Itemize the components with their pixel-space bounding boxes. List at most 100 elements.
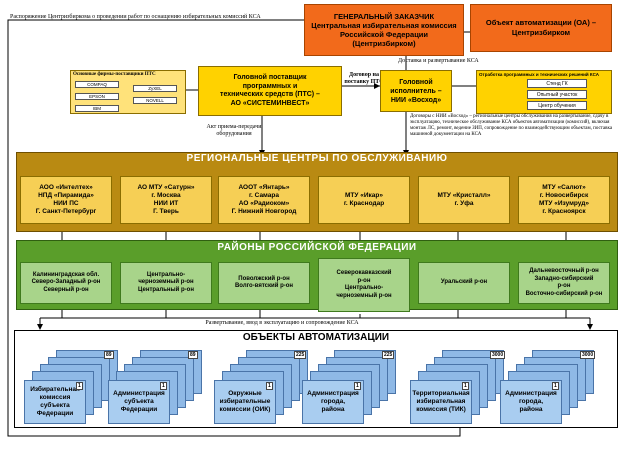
region-6-l2: Западно-сибирский [534, 275, 594, 282]
delivery-note: Доставка и развертывание КСА [398, 58, 479, 64]
service-center-3-l1: АООТ «Янтарь» [238, 184, 290, 191]
customer-label: ГЕНЕРАЛЬНЫЙ ЗАКАЗЧИК [333, 12, 435, 21]
service-center-4: МТУ «Икар»г. Краснодар [318, 176, 410, 224]
service-center-6-l4: г. Красноярск [542, 208, 586, 215]
service-centers-title: РЕГИОНАЛЬНЫЕ ЦЕНТРЫ ПО ОБСЛУЖИВАНИЮ [186, 153, 448, 164]
region-2-l1: Центрально- [146, 271, 186, 278]
testing-stand: Стенд ГК [527, 79, 587, 88]
object-count-badge: 225 [294, 351, 307, 359]
region-3-l2: Волго-вятский р-он [234, 283, 294, 289]
object-5-l3: комиссия (ТИК) [416, 406, 466, 413]
service-center-2-l2: г. Москва [151, 192, 181, 199]
service-center-6-l2: г. Новосибирск [539, 192, 589, 199]
object-count-badge: 3000 [580, 351, 596, 359]
object-2-l1: Администрация [113, 390, 165, 397]
service-center-2-l4: Г. Тверь [153, 208, 179, 215]
object-6-l2: города, [519, 398, 543, 405]
object-front-number: 1 [462, 382, 469, 390]
supplier-novell: NOVELL [133, 97, 177, 104]
top-note: Распоряжение Центризбиркома о проведении… [10, 14, 261, 20]
contract-note: Договор на поставку ПТС [344, 72, 384, 85]
service-center-4-l2: г. Краснодар [343, 200, 385, 207]
service-center-1-l2: НПД «Пирамида» [38, 192, 94, 199]
regions-band [16, 240, 618, 310]
object-3-l3: комиссии (ОИК) [219, 406, 271, 413]
automation-object-line2: Центризбирком [511, 28, 571, 37]
region-1-l2: Северо-Западный р-он [31, 279, 101, 286]
region-5: Уральский р-он [418, 262, 510, 304]
region-5-l1: Уральский р-он [440, 279, 488, 286]
region-3-l1: Поволжский р-он [238, 275, 290, 282]
region-1-l3: Северный р-он [43, 286, 89, 293]
object-count-badge: 3000 [490, 351, 506, 359]
object-4-l3: района [321, 406, 345, 413]
automation-object-line1: Объект автоматизации (ОА) – [485, 18, 597, 27]
object-1-l1: Избирательная [30, 386, 80, 393]
automation-objects-title: ОБЪЕКТЫ АВТОМАТИЗАЦИИ [242, 332, 390, 343]
object-count-badge: 89 [188, 351, 198, 359]
object-6-l3: района [519, 406, 543, 413]
object-2-l2: субъекта [124, 398, 154, 405]
object-front-number: 1 [160, 382, 167, 390]
region-4-l2: р-он [357, 277, 371, 284]
object-1-l2: комиссия [39, 394, 71, 401]
automation-object-box: Объект автоматизации (ОА) – Центризбирко… [470, 4, 612, 52]
region-2-l2: черноземный р-он [138, 279, 194, 286]
service-center-3-l2: г. Самара [249, 192, 279, 199]
supplier-zyxel: ZyXEL [133, 85, 177, 92]
region-4-l4: черноземный р-он [336, 292, 392, 299]
testing-box: Отработка программных и технических реше… [476, 70, 612, 114]
service-center-1-l3: НИИ ПС [53, 200, 79, 207]
object-front-number: 1 [266, 382, 273, 390]
supplier-ibm: IBM [75, 105, 119, 112]
region-4-l1: Северокавказский [336, 270, 392, 276]
service-center-6-l1: МТУ «Салют» [542, 184, 586, 191]
general-contractor-line3: НИИ «Восход» [390, 96, 442, 104]
general-supplier-line3: технических средств (ПТС) – [220, 91, 320, 98]
region-4-l3: Центрально- [344, 285, 384, 291]
region-6-l4: Восточно-сибирский р-он [525, 290, 603, 297]
suppliers-title: Основные фирмы-поставщики ПТС [73, 72, 156, 77]
transfer-note: Акт приема-передачи оборудования [206, 124, 262, 137]
supplier-epson: EPSON [75, 93, 119, 100]
service-center-2-l3: НИИ ИТ [153, 200, 179, 207]
object-front-number: 1 [76, 382, 83, 390]
object-5-l2: избирательная [416, 398, 466, 405]
service-center-6-l3: МТУ «Изумруд» [538, 200, 589, 207]
service-center-5-l2: г. Уфа [454, 200, 474, 207]
object-front-number: 1 [354, 382, 361, 390]
service-center-5: МТУ «Кристалл»г. Уфа [418, 176, 510, 224]
deploy-note: Развертывание, ввод в эксплуатацию и соп… [205, 320, 359, 326]
customer-line1: Центральная избирательная комиссия [311, 21, 457, 30]
testing-title: Отработка программных и технических реше… [479, 72, 599, 77]
object-count-badge: 225 [382, 351, 395, 359]
testing-pilot-site: Опытный участок [527, 90, 587, 99]
region-6-l3: р-он [557, 283, 571, 289]
service-center-2-l1: АО МТУ «Сатурн» [137, 184, 195, 191]
region-6-l1: Дальневосточный р-он [529, 268, 599, 274]
suppliers-box: Основные фирмы-поставщики ПТС COMPAQ ZyX… [70, 70, 186, 114]
region-1: Калининградская обл.Северо-Западный р-он… [20, 262, 112, 304]
supplier-compaq: COMPAQ [75, 81, 119, 88]
general-contractor-line1: Головной [399, 78, 433, 86]
service-center-1-l1: АОО «Интелтех» [39, 184, 93, 191]
object-3-l2: избирательные [219, 398, 271, 405]
service-center-1-l4: Г. Санкт-Петербург [35, 208, 97, 215]
general-supplier-line1: Головной поставщик [233, 74, 307, 81]
object-front-number: 1 [552, 382, 559, 390]
region-2-l3: Центральный р-он [138, 286, 194, 293]
